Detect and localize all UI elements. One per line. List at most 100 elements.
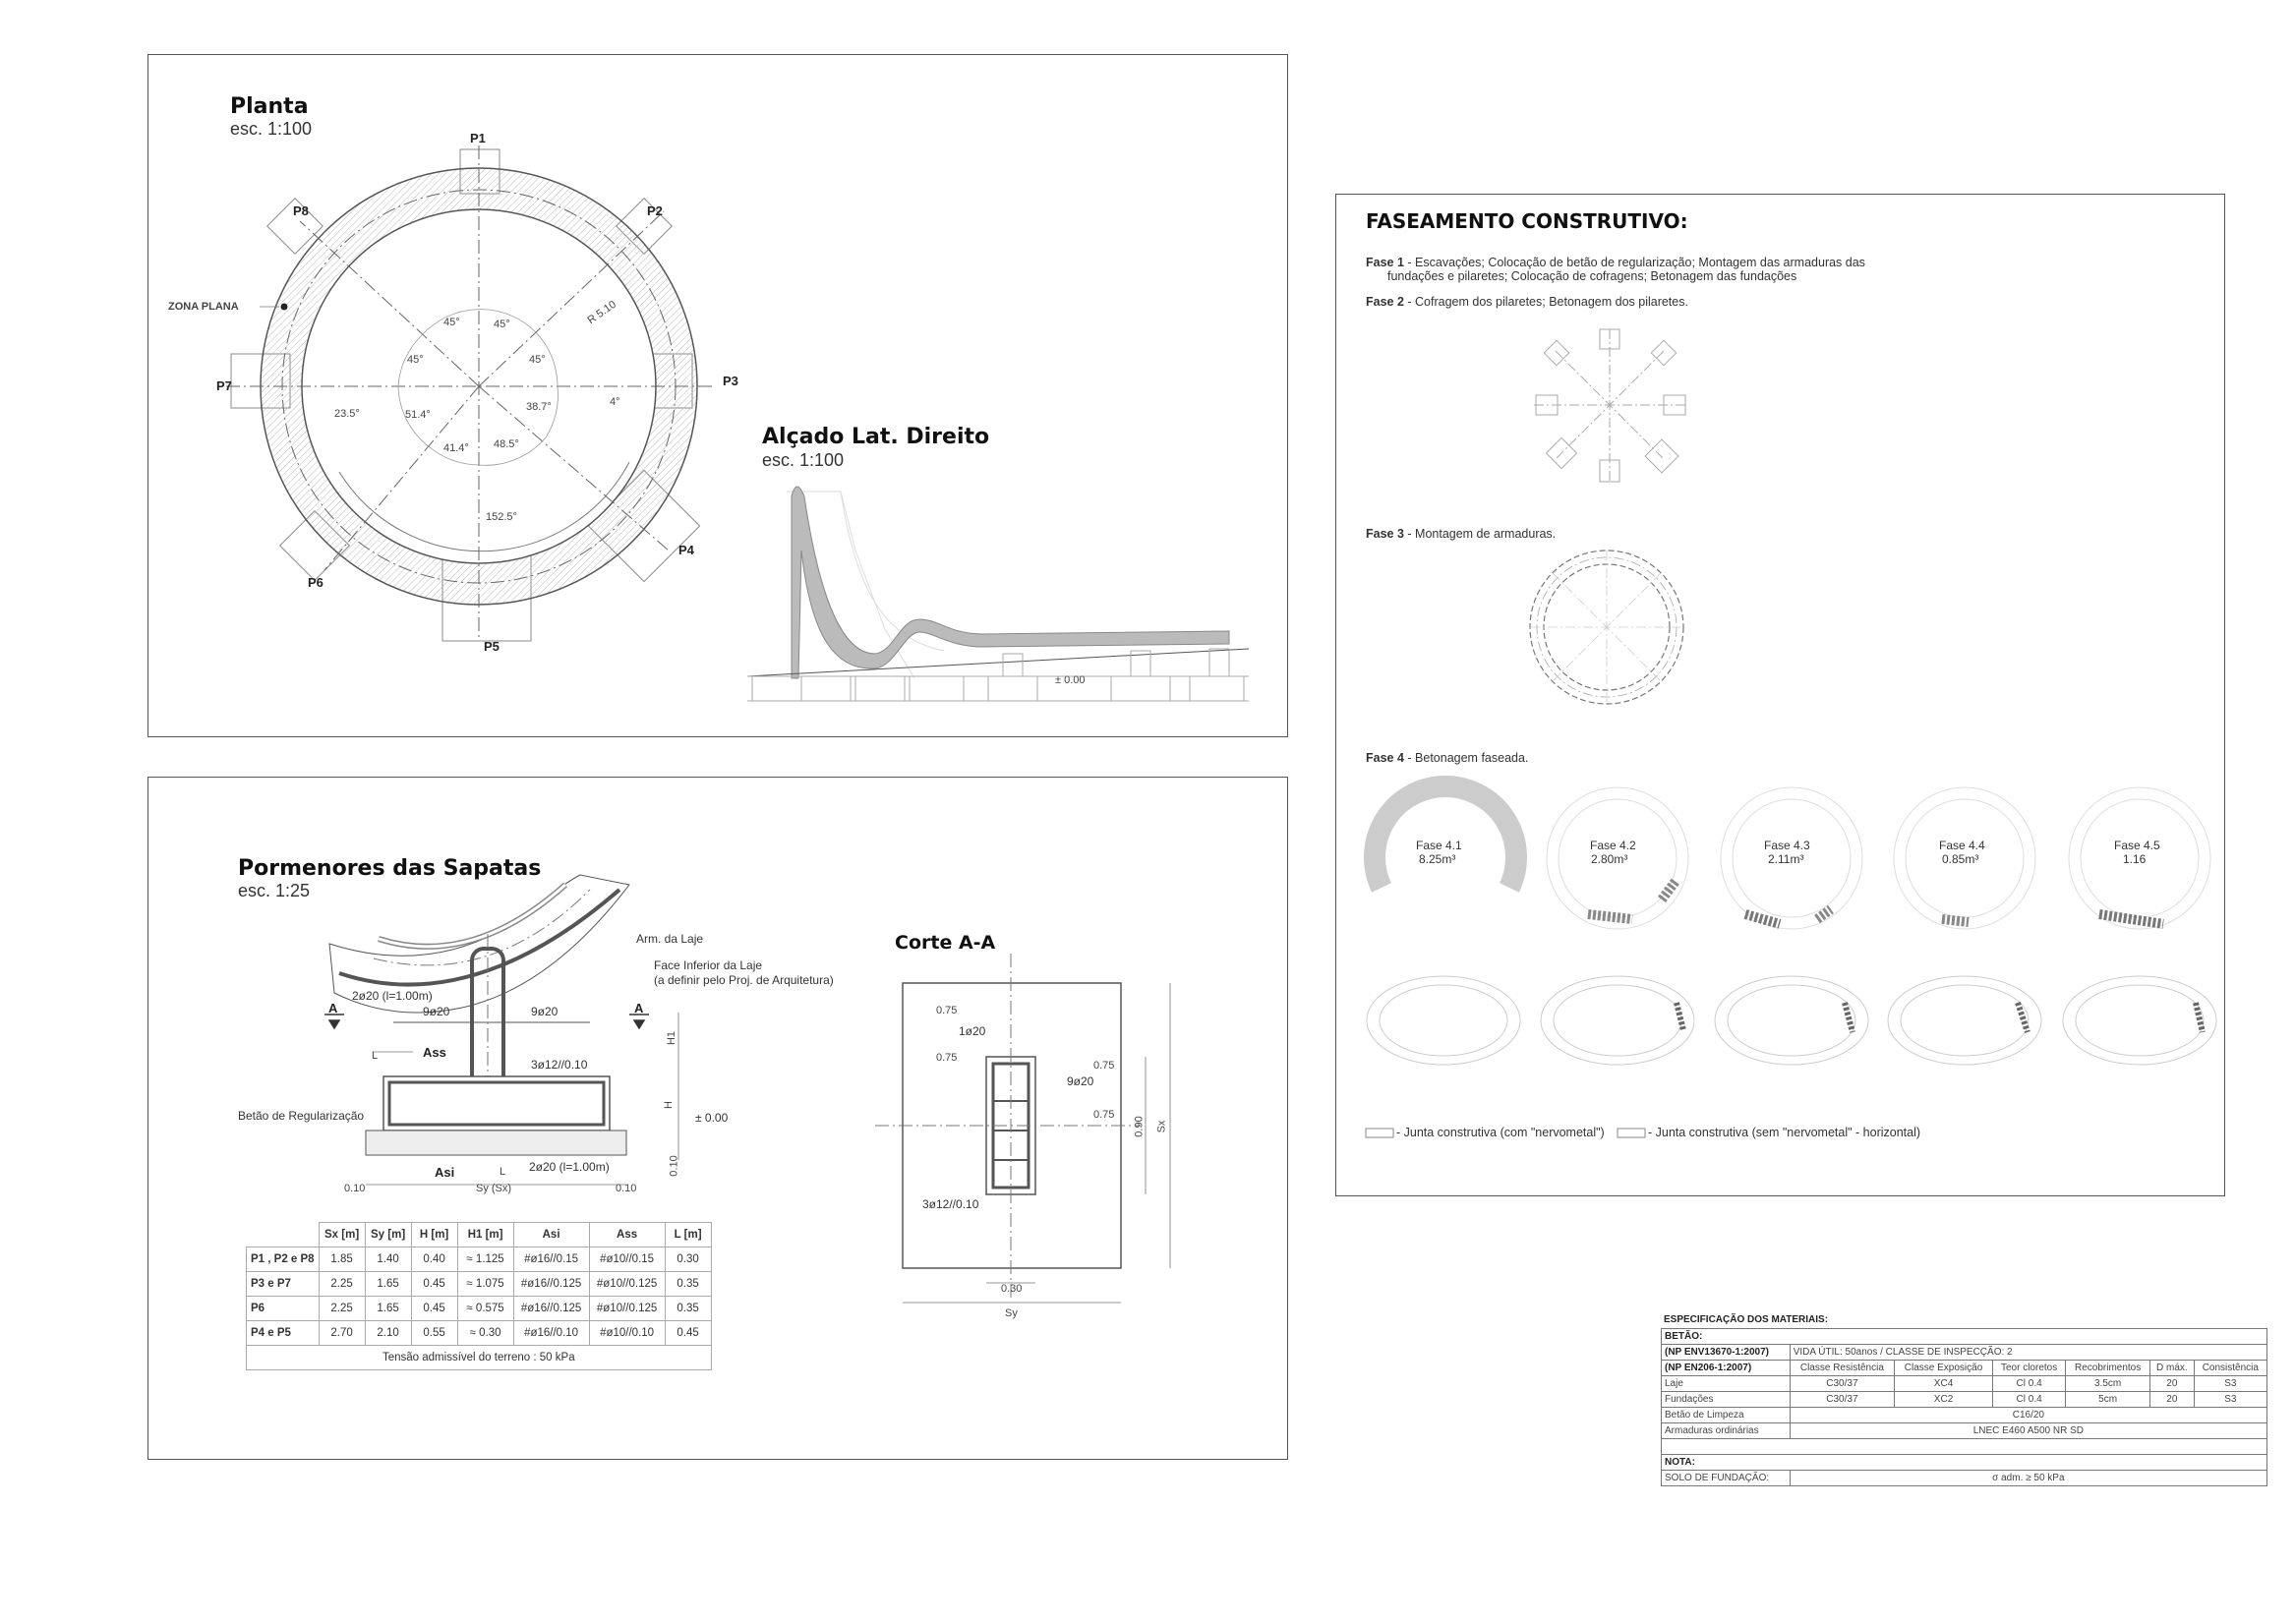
fase2-diagram bbox=[1534, 328, 1686, 483]
table-header: Ass bbox=[588, 1222, 666, 1247]
label-p7: P7 bbox=[216, 378, 232, 393]
angle-8: 4° bbox=[610, 396, 620, 408]
label-ass: Ass bbox=[423, 1045, 446, 1060]
spec-cell: 20 bbox=[2149, 1391, 2195, 1408]
spec-cell: C16/20 bbox=[1789, 1407, 2268, 1423]
subfase-5-value: 1.16 bbox=[2123, 852, 2147, 866]
subfase-4-value: 0.85m³ bbox=[1942, 852, 1979, 866]
corte-d075d: 0.75 bbox=[1093, 1109, 1115, 1121]
legend-swatch-1 bbox=[1365, 1128, 1394, 1138]
planta-title: Planta bbox=[230, 94, 309, 119]
angle-2: 45° bbox=[494, 319, 510, 330]
axis-p8 bbox=[299, 220, 480, 387]
table-header-row: Sx [m] Sy [m] H [m] H1 [m] Asi Ass L [m] bbox=[247, 1222, 712, 1247]
fase1-text: Fase 1 - Escavações; Colocação de betão … bbox=[1366, 256, 1865, 269]
label-p6: P6 bbox=[308, 575, 324, 590]
axis-p2 bbox=[478, 210, 665, 387]
table-cell: P3 e P7 bbox=[246, 1271, 320, 1297]
angle-1: 45° bbox=[443, 317, 460, 328]
label-stirrups: 3ø12//0.10 bbox=[531, 1058, 588, 1072]
table-cell: ≈ 1.125 bbox=[456, 1247, 514, 1272]
spec-cell: Betão de Limpeza bbox=[1661, 1407, 1791, 1423]
spec-cell: Laje bbox=[1661, 1375, 1791, 1392]
table-header: Sy [m] bbox=[364, 1222, 412, 1247]
spec-cell: Cl 0.4 bbox=[1991, 1375, 2067, 1392]
spec-row: SOLO DE FUNDAÇÃO: σ adm. ≥ 50 kPa bbox=[1661, 1470, 2268, 1486]
sapatas-title: Pormenores das Sapatas bbox=[238, 856, 542, 881]
table-footer: Tensão admissível do terreno : 50 kPa bbox=[246, 1345, 712, 1370]
sapatas-table: Sx [m] Sy [m] H [m] H1 [m] Asi Ass L [m]… bbox=[246, 1222, 712, 1370]
inner-arc bbox=[338, 461, 630, 552]
table-row: P3 e P7 2.25 1.65 0.45 ≈ 1.075 #ø16//0.1… bbox=[246, 1271, 712, 1297]
persp-1 bbox=[1366, 975, 1521, 1066]
spec-cell: XC4 bbox=[1894, 1375, 1993, 1392]
curved-slab bbox=[328, 874, 630, 1014]
fase4-ring-5 bbox=[2068, 786, 2211, 930]
corte-d075a: 0.75 bbox=[936, 1005, 958, 1016]
spec-cell: 5cm bbox=[2065, 1391, 2151, 1408]
table-cell: 0.45 bbox=[664, 1320, 712, 1346]
table-cell: 0.40 bbox=[410, 1247, 458, 1272]
table-cell: 2.10 bbox=[364, 1320, 412, 1346]
angle-9: 41.4° bbox=[443, 442, 469, 454]
spec-table: BETÃO: (NP ENV13670-1:2007) VIDA ÚTIL: 5… bbox=[1661, 1328, 2268, 1486]
subfase-4-name: Fase 4.4 bbox=[1939, 839, 1985, 852]
label-bar-9b: 9ø20 bbox=[531, 1005, 559, 1018]
spec-cell: C30/37 bbox=[1789, 1375, 1896, 1392]
alcado-scale: esc. 1:100 bbox=[762, 450, 845, 470]
alcado-level: ± 0.00 bbox=[1055, 674, 1086, 686]
alcado-title: Alçado Lat. Direito bbox=[762, 425, 990, 449]
spec-cell: 20 bbox=[2149, 1375, 2195, 1392]
table-cell: 0.35 bbox=[664, 1271, 712, 1297]
fase3-text: Fase 3 - Montagem de armaduras. bbox=[1366, 527, 1556, 541]
label-bar-9a: 9ø20 bbox=[423, 1005, 450, 1018]
axis-p6 bbox=[324, 385, 480, 571]
spec-cell: Cl 0.4 bbox=[1991, 1391, 2067, 1408]
subfase-2-value: 2.80m³ bbox=[1591, 852, 1628, 866]
spec-cell: LNEC E460 A500 NR SD bbox=[1789, 1422, 2268, 1439]
spec-row: Betão de Limpeza C16/20 bbox=[1661, 1407, 2268, 1423]
table-cell: #ø10//0.125 bbox=[588, 1271, 666, 1297]
table-cell: 1.65 bbox=[364, 1271, 412, 1297]
label-face-inf-2: (a definir pelo Proj. de Arquitetura) bbox=[654, 973, 834, 987]
label-sy-sx: Sy (Sx) bbox=[476, 1183, 512, 1194]
table-cell: ≈ 0.30 bbox=[456, 1320, 514, 1346]
alcado-slab bbox=[791, 486, 1230, 679]
angle-3: 45° bbox=[407, 354, 424, 366]
spec-col: Classe Exposição bbox=[1894, 1360, 1993, 1376]
persp-3 bbox=[1714, 975, 1869, 1066]
spec-cell: C30/37 bbox=[1789, 1391, 1896, 1408]
fase4-ring-4 bbox=[1893, 786, 2036, 930]
subfase-1-value: 8.25m³ bbox=[1419, 852, 1456, 866]
fase2-desc: - Cofragem dos pilaretes; Betonagem dos … bbox=[1403, 295, 1688, 309]
fase4-label: Fase 4 bbox=[1366, 751, 1404, 765]
label-bar-bottom: 2ø20 (l=1.00m) bbox=[529, 1160, 610, 1174]
fase3-diagram bbox=[1529, 550, 1684, 705]
fase2-text: Fase 2 - Cofragem dos pilaretes; Betonag… bbox=[1366, 295, 1688, 309]
corte-bar9: 9ø20 bbox=[1067, 1074, 1094, 1088]
label-face-inf-1: Face Inferior da Laje bbox=[654, 958, 763, 972]
fase4-ring-2 bbox=[1546, 786, 1689, 930]
fase3-desc: - Montagem de armaduras. bbox=[1403, 527, 1557, 541]
label-p4: P4 bbox=[678, 543, 694, 557]
table-cell: P6 bbox=[246, 1296, 320, 1321]
label-l2: L bbox=[500, 1166, 506, 1178]
subfase-3-value: 2.11m³ bbox=[1768, 852, 1804, 866]
subfase-5-name: Fase 4.5 bbox=[2114, 839, 2160, 852]
table-cell: 0.30 bbox=[664, 1247, 712, 1272]
label-betao-reg: Betão de Regularização bbox=[238, 1109, 365, 1123]
corte-stirrups: 3ø12//0.10 bbox=[922, 1197, 979, 1211]
corte-bar1: 1ø20 bbox=[959, 1024, 986, 1038]
table-header: Sx [m] bbox=[318, 1222, 366, 1247]
spec-col: Teor cloretos bbox=[1991, 1360, 2067, 1376]
corte-d075b: 0.75 bbox=[936, 1052, 958, 1064]
label-l1: L bbox=[372, 1050, 379, 1062]
label-bar-top: 2ø20 (l=1.00m) bbox=[352, 989, 433, 1003]
spec-title: ESPECIFICAÇÃO DOS MATERIAIS: bbox=[1664, 1314, 1829, 1325]
subfase-2-name: Fase 4.2 bbox=[1590, 839, 1636, 852]
table-header: L [m] bbox=[664, 1222, 712, 1247]
spec-cell: S3 bbox=[2193, 1391, 2268, 1408]
spec-nota: NOTA: bbox=[1661, 1454, 2267, 1471]
